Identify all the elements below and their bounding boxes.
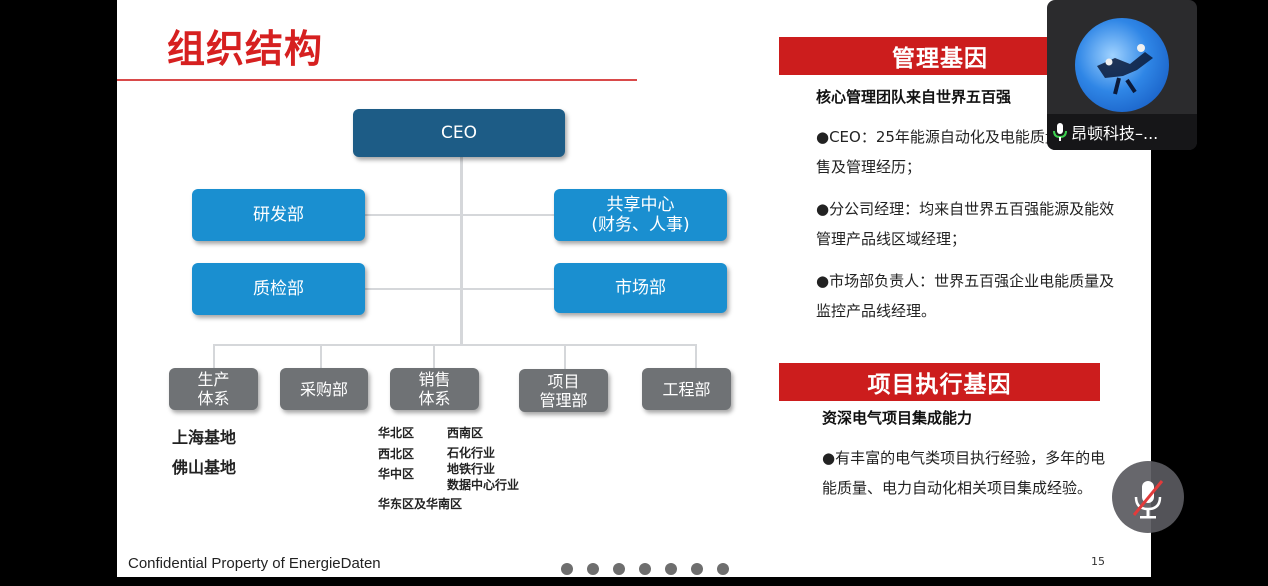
microphone-muted-icon xyxy=(1132,480,1164,519)
pagination-dots xyxy=(561,563,729,575)
participant-avatar xyxy=(1075,18,1169,112)
org-connector-line xyxy=(564,344,566,369)
sales-region-label: 华中区 xyxy=(378,467,415,481)
org-connector-line xyxy=(362,288,562,290)
project-exec-bullet: ●有丰富的电气类项目执行经验，多年的电能质量、电力自动化相关项目集成经验。 xyxy=(822,449,1106,497)
skydivers-image xyxy=(1097,44,1153,95)
participant-name: 昂顿科技–... xyxy=(1071,124,1159,143)
slide-footer: Confidential Property of EnergieDaten xyxy=(128,555,381,572)
pagination-dot[interactable] xyxy=(717,563,729,575)
pagination-dot[interactable] xyxy=(691,563,703,575)
microphone-icon xyxy=(1053,123,1067,141)
sales-region-label: 地铁行业 xyxy=(447,462,496,476)
pagination-dot[interactable] xyxy=(639,563,651,575)
page-number: 15 xyxy=(1091,555,1105,568)
management-bullet: ●CEO：25年能源自动化及电能质量相关销售及管理经历； xyxy=(816,128,1105,176)
sales-region-label: 数据中心行业 xyxy=(447,478,520,492)
pagination-dot[interactable] xyxy=(665,563,677,575)
mute-toggle-button[interactable] xyxy=(1112,461,1184,533)
org-node-shared-center: 共享中心 (财务、人事) xyxy=(554,189,727,241)
sales-region-label: 石化行业 xyxy=(447,446,496,460)
pagination-dot[interactable] xyxy=(561,563,573,575)
management-bullet: ●分公司经理：均来自世界五百强能源及能效管理产品线区域经理； xyxy=(816,200,1115,248)
sales-region-label: 西北区 xyxy=(378,447,415,461)
org-node-sales: 销售 体系 xyxy=(390,368,479,410)
org-connector-line xyxy=(312,214,562,216)
sales-region-label: 华东区及华南区 xyxy=(378,497,463,511)
org-connector-line xyxy=(320,344,322,369)
org-node-project-mgmt: 项目 管理部 xyxy=(519,369,608,412)
pagination-dot[interactable] xyxy=(613,563,625,575)
org-connector-line xyxy=(213,344,215,369)
org-connector-line xyxy=(695,344,697,369)
org-node-ceo: CEO xyxy=(353,109,565,157)
title-divider xyxy=(117,79,637,81)
presentation-slide: 组织结构 CEO 研发部 共享中心 (财务、人事) 质检部 市场部 生产 体系 … xyxy=(117,0,1151,577)
production-site-label: 佛山基地 xyxy=(172,458,237,477)
org-node-rd: 研发部 xyxy=(192,189,365,241)
sales-region-label: 华北区 xyxy=(378,426,415,440)
project-exec-subtitle: 资深电气项目集成能力 xyxy=(822,409,973,427)
participant-video-tile[interactable]: 昂顿科技–... xyxy=(1047,0,1197,150)
org-node-marketing: 市场部 xyxy=(554,263,727,313)
org-node-qc: 质检部 xyxy=(192,263,365,315)
sales-region-label: 西南区 xyxy=(447,426,484,440)
org-trunk-line xyxy=(460,156,463,345)
pagination-dot[interactable] xyxy=(587,563,599,575)
org-connector-line xyxy=(433,344,435,369)
management-bullet: ●市场部负责人：世界五百强企业电能质量及监控产品线经理。 xyxy=(816,272,1115,320)
org-node-purchase: 采购部 xyxy=(280,368,368,410)
org-connector-line xyxy=(213,344,697,346)
org-node-production: 生产 体系 xyxy=(169,368,258,410)
slide-title: 组织结构 xyxy=(167,27,324,71)
participant-nameplate: 昂顿科技–... xyxy=(1047,114,1197,150)
org-node-engineering: 工程部 xyxy=(642,368,731,410)
production-site-label: 上海基地 xyxy=(172,428,237,447)
project-exec-header: 项目执行基因 xyxy=(779,363,1100,401)
management-subtitle: 核心管理团队来自世界五百强 xyxy=(816,88,1012,106)
